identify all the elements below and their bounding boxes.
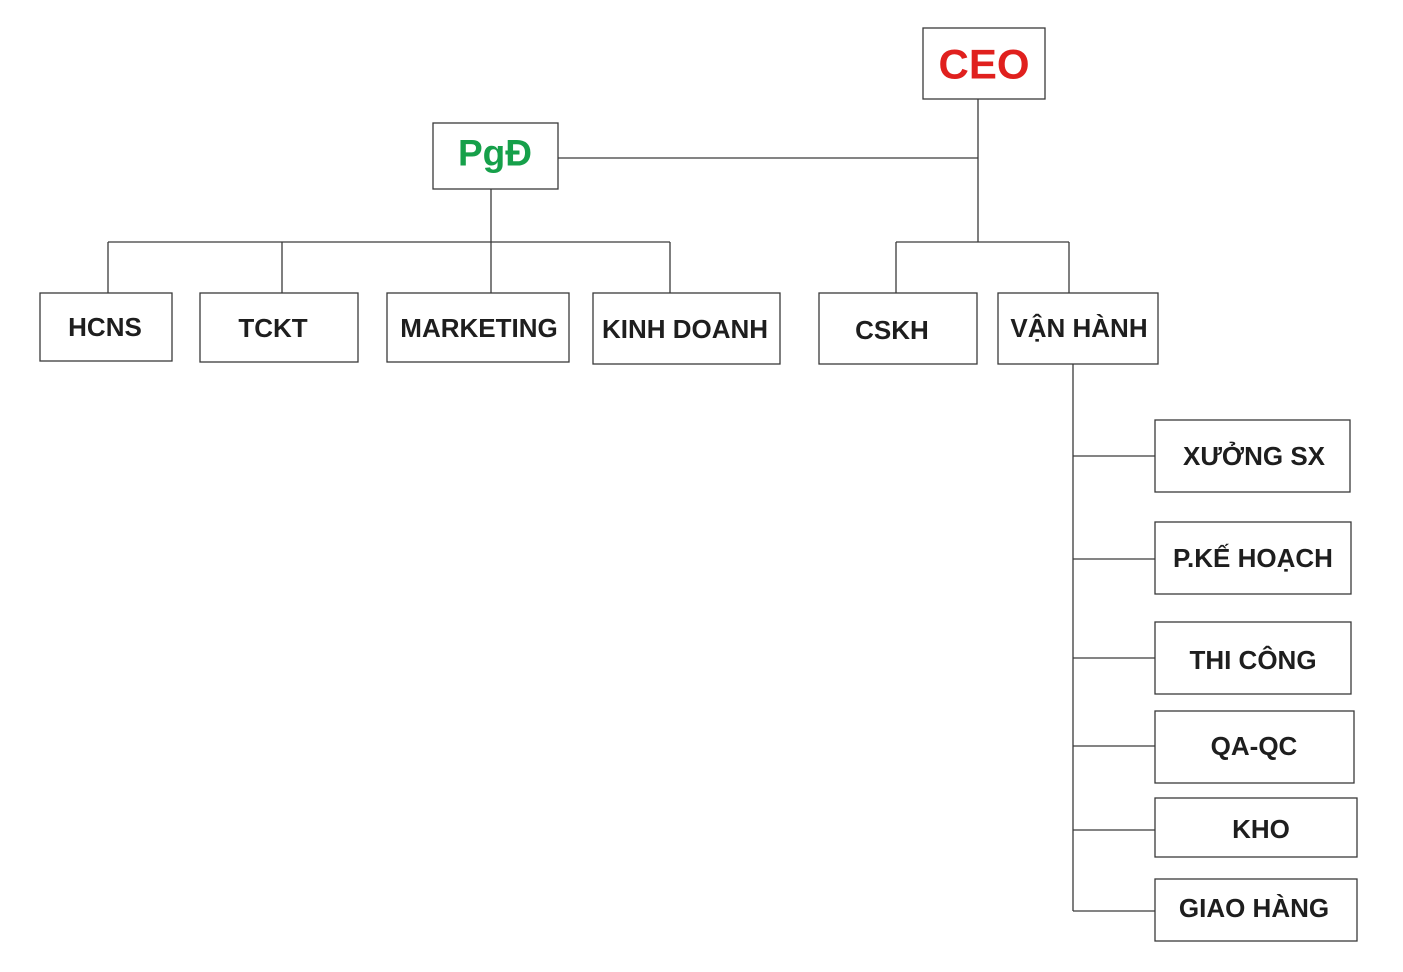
node-pgd: PgĐ	[432, 122, 559, 190]
node-ceo-box	[922, 27, 1046, 100]
node-kho: KHO	[1154, 797, 1358, 858]
node-hcns-label: HCNS	[68, 312, 142, 342]
node-pgd-label: PgĐ	[458, 133, 532, 174]
node-pgd-box	[432, 122, 559, 190]
node-hcns-box	[39, 292, 173, 362]
node-tckt-label: TCKT	[238, 313, 307, 343]
node-qa-qc-box	[1154, 710, 1355, 784]
node-cskh-label: CSKH	[855, 315, 929, 345]
node-van-hanh-box	[997, 292, 1159, 365]
node-van-hanh-label: VẬN HÀNH	[1010, 313, 1147, 343]
node-xuong-sx-box	[1154, 419, 1351, 493]
node-kho-label: KHO	[1232, 814, 1290, 844]
node-qa-qc-label: QA-QC	[1211, 731, 1298, 761]
node-van-hanh: VẬN HÀNH	[997, 292, 1159, 365]
connectors	[107, 99, 1155, 912]
node-giao-hang-label: GIAO HÀNG	[1179, 893, 1329, 923]
node-cskh-box	[818, 292, 978, 365]
node-marketing-box	[386, 292, 570, 363]
node-kinh-doanh-box	[592, 292, 781, 365]
node-ke-hoach-label: P.KẾ HOẠCH	[1173, 543, 1333, 573]
node-thi-cong-box	[1154, 621, 1352, 695]
node-kho-box	[1154, 797, 1358, 858]
node-tckt: TCKT	[199, 292, 359, 363]
node-giao-hang: GIAO HÀNG	[1154, 878, 1358, 942]
node-cskh: CSKH	[818, 292, 978, 365]
node-thi-cong-label: THI CÔNG	[1189, 645, 1316, 675]
node-hcns: HCNS	[39, 292, 173, 362]
node-kinh-doanh-label: KINH DOANH	[602, 314, 768, 344]
node-tckt-box	[199, 292, 359, 363]
node-thi-cong: THI CÔNG	[1154, 621, 1352, 695]
node-marketing-label: MARKETING	[400, 313, 557, 343]
node-ke-hoach-box	[1154, 521, 1352, 595]
node-giao-hang-box	[1154, 878, 1358, 942]
node-ceo-label: CEO	[938, 41, 1029, 88]
node-xuong-sx: XƯỞNG SX	[1154, 419, 1351, 493]
node-ceo: CEO	[922, 27, 1046, 100]
node-ke-hoach: P.KẾ HOẠCH	[1154, 521, 1352, 595]
node-marketing: MARKETING	[386, 292, 570, 363]
node-qa-qc: QA-QC	[1154, 710, 1355, 784]
node-kinh-doanh: KINH DOANH	[592, 292, 781, 365]
node-xuong-sx-label: XƯỞNG SX	[1183, 440, 1326, 471]
